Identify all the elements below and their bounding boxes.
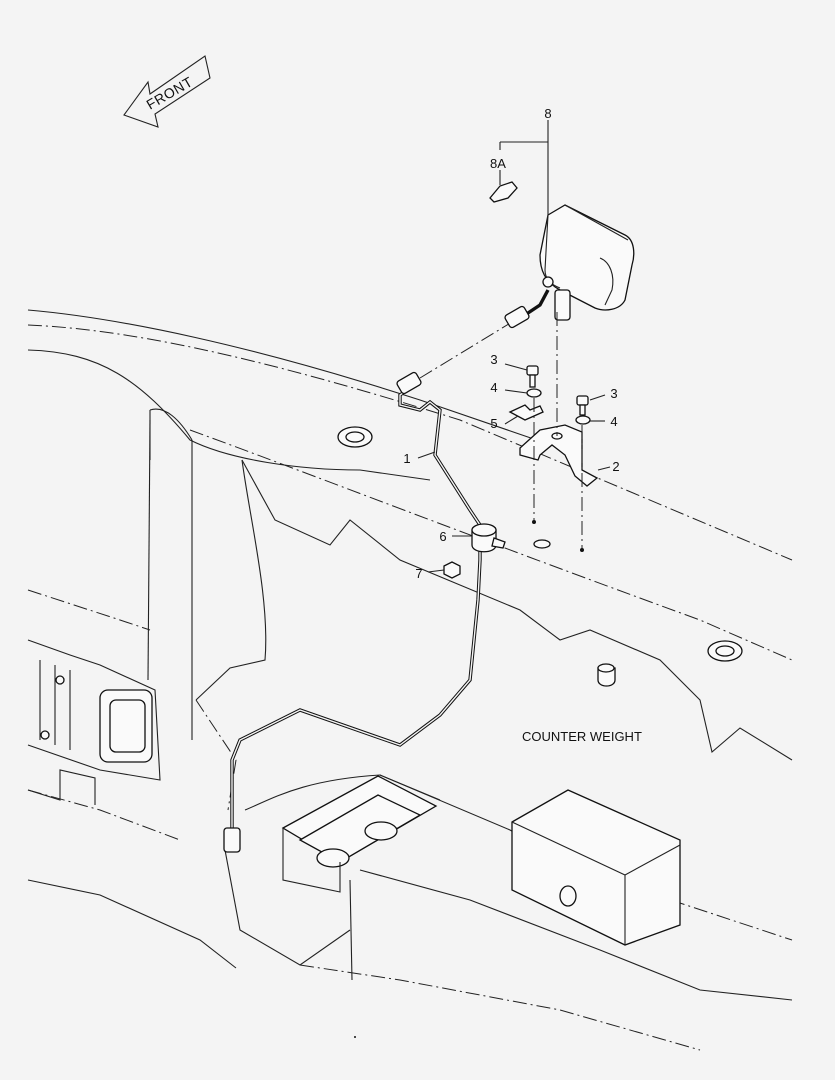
- harness-connectors: [223, 305, 530, 853]
- lifting-pocket: [281, 775, 438, 893]
- speck: [354, 1036, 356, 1038]
- frame-outline: [27, 309, 793, 1051]
- callout-8a: 8A: [490, 156, 506, 171]
- clamp-nut: [443, 561, 461, 579]
- callout-4-left: 4: [490, 380, 497, 395]
- bolts: [526, 365, 589, 416]
- lamp-bulb: [489, 181, 518, 203]
- work-lamp: [539, 204, 635, 321]
- callout-6: 6: [439, 529, 446, 544]
- callout-5: 5: [490, 416, 497, 431]
- clip: [508, 404, 544, 421]
- counterweight-holes: [337, 426, 743, 662]
- mount-centerlines: [532, 312, 584, 552]
- grommet: [471, 523, 506, 553]
- callout-2: 2: [612, 459, 619, 474]
- callout-3-right: 3: [610, 386, 617, 401]
- frame-bushing: [597, 663, 616, 687]
- leader-lines: [417, 120, 611, 573]
- callout-4-right: 4: [610, 414, 617, 429]
- callouts: 8 8A 3 4 5 3 4 2 1 6 7: [403, 106, 619, 581]
- counter-weight-label: COUNTER WEIGHT: [522, 729, 642, 744]
- front-arrow: FRONT: [123, 55, 211, 128]
- callout-1: 1: [403, 451, 410, 466]
- callout-7: 7: [415, 566, 422, 581]
- callout-8: 8: [544, 106, 551, 121]
- callout-3-left: 3: [490, 352, 497, 367]
- wire-harness: [230, 289, 550, 830]
- lamp-bracket: [519, 424, 599, 487]
- counterweight-block: [511, 789, 681, 946]
- washers: [526, 388, 591, 425]
- side-panel: [27, 639, 161, 805]
